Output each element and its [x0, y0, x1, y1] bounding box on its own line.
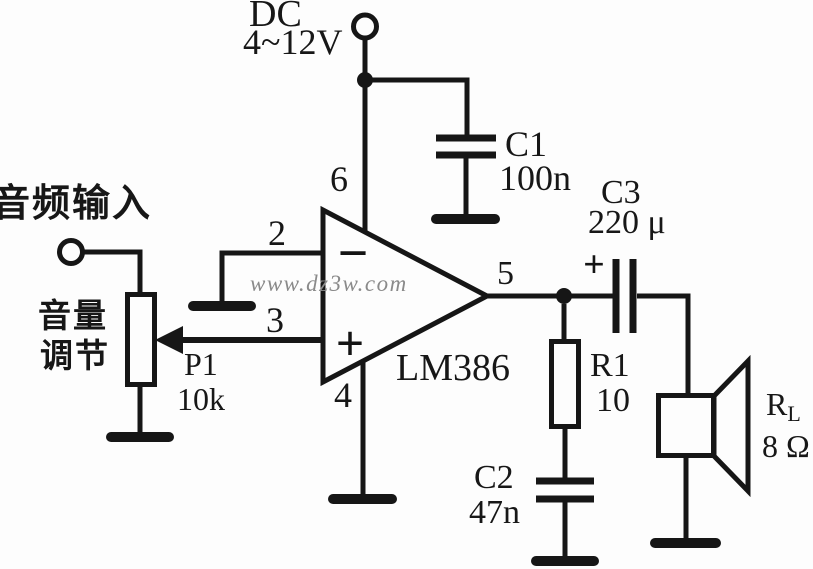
junction-dot-vcc — [357, 72, 373, 88]
dc-label: DC — [249, 0, 302, 35]
speaker-value-label: 8 Ω — [762, 428, 810, 464]
junction-dot-output — [556, 288, 572, 304]
wire-pin2-to-ground — [219, 250, 323, 302]
pot-ref-label: P1 — [184, 346, 218, 382]
speaker-box — [656, 393, 716, 458]
c2-value-label: 47n — [469, 494, 520, 531]
pin5-label: 5 — [497, 255, 514, 292]
c3-value-label: 220 μ — [588, 204, 666, 241]
c3-polarity-symbol: + — [583, 244, 605, 286]
c3-ref-label: C3 — [601, 174, 641, 211]
speaker-ref-subscript: L — [787, 401, 801, 426]
dc-terminal-circle — [351, 12, 379, 41]
volume-label-line2: 调节 — [40, 339, 110, 375]
noninverting-input-symbol: + — [335, 315, 365, 371]
opamp-triangle — [320, 205, 493, 387]
inverting-input-symbol: − — [337, 223, 369, 283]
wire-c3-to-speaker — [637, 293, 691, 396]
speaker-cone — [711, 354, 751, 498]
pin2-label: 2 — [268, 213, 286, 253]
potentiometer-body — [125, 292, 157, 387]
c2-ref-label: C2 — [474, 459, 514, 496]
speaker-ref-label: RL — [766, 388, 801, 425]
pin6-label: 6 — [330, 159, 348, 199]
speaker-ref-base: R — [766, 386, 788, 422]
c1-value-label: 100n — [499, 158, 571, 198]
r1-ref-label: R1 — [590, 347, 630, 384]
resistor-r1-body — [549, 339, 581, 429]
wiper-arrow-icon — [155, 326, 183, 354]
c1-ref-label: C1 — [505, 124, 548, 164]
wire-input-to-pot — [83, 249, 143, 295]
pot-value-label: 10k — [177, 381, 225, 417]
audio-input-label: 音频输入 — [0, 183, 153, 225]
dc-voltage-label: 4~12V — [243, 22, 343, 62]
pin3-label: 3 — [266, 300, 284, 340]
wire-vcc-to-c1 — [365, 77, 470, 136]
input-terminal-circle — [57, 238, 85, 266]
watermark: www.dz3w.com — [250, 271, 408, 296]
r1-value-label: 10 — [596, 382, 630, 419]
ic-name-label: LM386 — [396, 347, 510, 389]
volume-label-line1: 音量 — [38, 299, 108, 335]
pin4-label: 4 — [334, 375, 352, 415]
